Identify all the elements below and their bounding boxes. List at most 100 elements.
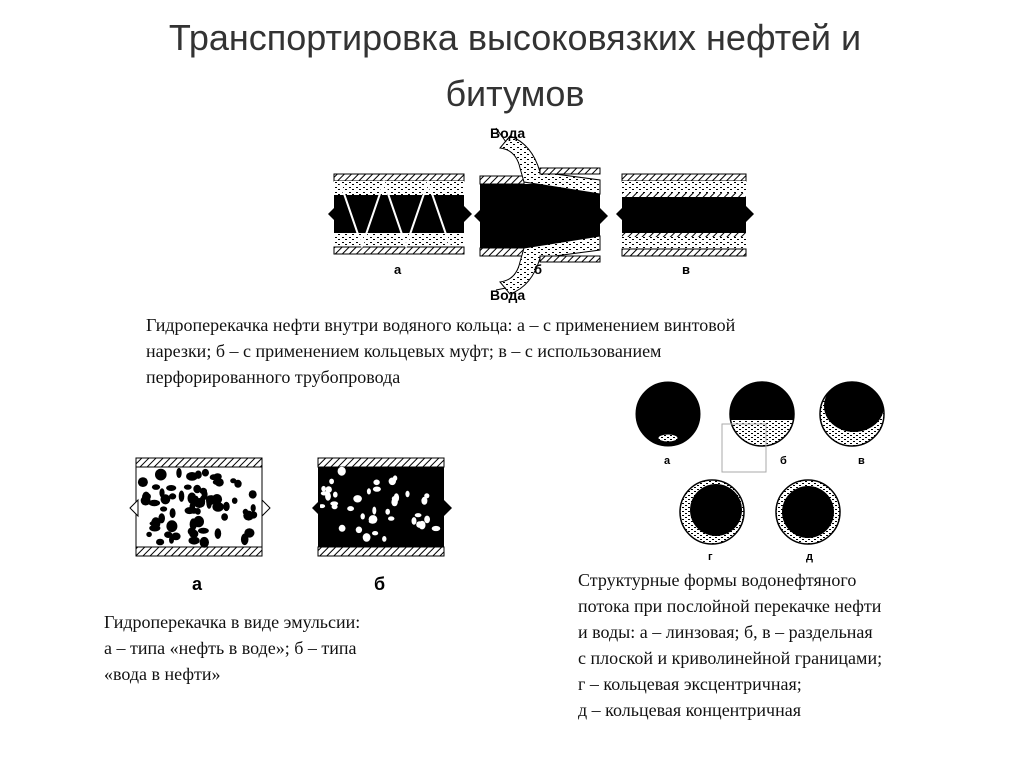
water-droplet [347,506,354,512]
oil-droplet [187,492,197,504]
oil-droplet [142,491,151,504]
oil-droplet [146,531,152,538]
oil-droplet [151,484,161,490]
flow-caption-line-3: и воды: а – линзовая; б, в – раздельная [578,622,873,642]
water-droplet [372,486,381,492]
water-droplet [362,533,371,542]
flow-lens [635,381,701,447]
oil-droplet [166,485,177,491]
oil-droplet [250,504,256,512]
oil-droplet [193,498,205,508]
oil-droplet [231,497,238,504]
water-label-bottom: Вода [490,287,525,303]
water-droplet [373,479,380,486]
water-ring-figure: Вода Вода а б в [328,125,754,303]
water-label-top: Вода [490,125,525,141]
water-droplet [385,508,391,515]
flow-separate-curved [819,381,885,447]
oil-droplet [234,479,242,488]
oil-droplet [183,484,192,490]
emulsion-label-b: б [374,574,385,594]
flow-label-b: б [780,455,787,467]
oil-droplet [148,499,161,507]
water-droplet [338,524,346,532]
oil-droplet [240,533,249,546]
flow-structure-figure: а б в г д [635,381,885,563]
oil-droplet [188,507,200,514]
water-droplet [424,515,430,524]
oil-droplet [188,536,200,545]
oil-droplet [193,515,204,528]
flow-structure-caption: Структурные формы водонефтяного потока п… [578,567,882,723]
oil-droplet [209,474,218,481]
slide-title: Транспортировка высоковязких нефтей и би… [60,10,970,122]
water-droplet [330,501,339,506]
water-droplet [372,531,379,536]
emulsion-oil-in-water [129,457,271,557]
oil-droplet [189,529,199,538]
oil-droplet [157,471,163,477]
water-ring-caption-line-2: нарезки; б – с применением кольцевых муф… [146,341,662,361]
water-droplet [421,496,428,505]
oil-droplet [212,502,224,512]
emulsion-caption-line-2: а – типа «нефть в воде»; б – типа [104,638,357,658]
oil-droplet [193,484,202,494]
flow-caption-line-1: Структурные формы водонефтяного [578,570,857,590]
oil-droplet [169,493,177,500]
oil-droplet [211,494,223,505]
oil-droplet [249,511,258,519]
water-droplet [337,466,346,476]
emulsion-caption-line-1: Гидроперекачка в виде эмульсии: [104,612,361,632]
water-droplet [382,536,387,542]
oil-droplet [137,477,148,487]
flow-caption-line-2: потока при послойной перекачке нефти [578,596,882,616]
ring-label-v: в [682,262,690,277]
oil-droplet [212,479,223,486]
emulsion-caption: Гидроперекачка в виде эмульсии: а – типа… [104,609,360,687]
oil-droplet [206,496,212,509]
water-droplet [333,491,338,498]
oil-droplet [176,467,182,479]
slide-title-line-1: Транспортировка высоковязких нефтей и [168,17,862,58]
oil-droplet [160,506,168,512]
emulsion-figure: а б [129,457,452,594]
water-droplet [329,478,334,485]
emulsion-caption-line-3: «вода в нефти» [104,664,221,684]
water-ring-caption-line-1: Гидроперекачка нефти внутри водяного кол… [146,315,736,335]
oil-droplet [199,536,209,548]
flow-ring-eccentric [679,479,745,545]
flow-caption-line-6: д – кольцевая концентричная [578,700,801,720]
emulsion-label-a: а [192,574,203,594]
flow-label-d: д [806,551,813,563]
oil-droplet [197,527,209,534]
oil-droplet [156,538,165,546]
water-droplet [431,525,441,532]
water-droplet [320,491,328,496]
water-droplet [355,526,363,534]
oil-droplet [199,487,207,495]
water-droplet [388,477,396,486]
water-droplet [366,488,371,495]
water-droplet [414,513,422,518]
oil-droplet [151,517,161,529]
oil-droplet [223,501,230,512]
flow-caption-line-5: г – кольцевая эксцентричная; [578,674,802,694]
water-droplet [411,517,417,525]
ring-label-b: б [534,262,542,277]
flow-ring-concentric [775,479,841,545]
oil-droplet [221,513,228,521]
emulsion-water-in-oil [312,457,452,557]
water-droplet [405,490,410,498]
oil-droplet [166,520,178,533]
flow-label-v: в [858,455,865,467]
water-droplet [321,485,326,492]
oil-droplet [201,468,209,477]
water-droplet [368,519,377,524]
oil-droplet [171,532,181,541]
oil-droplet [186,472,198,481]
water-droplet [353,495,362,503]
ring-label-a: а [394,262,402,277]
pipe-perforated [616,173,754,257]
water-droplet [318,504,326,509]
water-droplet [391,497,398,507]
